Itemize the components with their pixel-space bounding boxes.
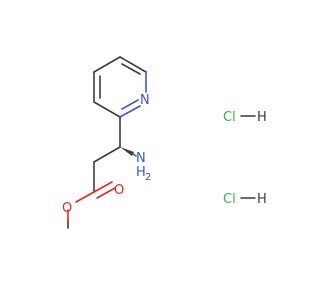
- bond-n-c2-inner: [121, 99, 139, 110]
- hcl-2-h: H: [257, 192, 267, 207]
- bond-amine-n: [132, 153, 137, 157]
- hcl-2-cl: Cl: [223, 192, 236, 207]
- pyridine-n-label: N: [140, 93, 150, 108]
- hcl-salt-1: Cl H: [223, 110, 267, 125]
- bond-c2-c3: [93, 101, 121, 118]
- hcl-salt-2: Cl H: [223, 192, 267, 207]
- carbonyl-o-label: O: [114, 183, 124, 198]
- structure-canvas: N N H 2 O O Cl H Cl H: [62, 56, 267, 229]
- ester-o-label: O: [62, 201, 72, 216]
- bond-carbonyl-o-double-b: [96, 187, 116, 199]
- hcl-1-h: H: [257, 110, 267, 125]
- pyridine-ring: [93, 56, 147, 118]
- molecule-structure: N N H 2 O O Cl H Cl H: [62, 56, 267, 229]
- wedge-bond-amine: [120, 147, 134, 156]
- bond-calpha-ch2: [93, 146, 121, 163]
- hcl-1-cl: Cl: [223, 110, 236, 125]
- bond-carbonyl-o-double-a: [93, 181, 113, 193]
- bond-carbonyl-ester-o: [75, 191, 95, 203]
- amine-n-label: N: [136, 151, 146, 166]
- amine-h-subscript: 2: [145, 172, 151, 183]
- bond-c5-c6: [119, 56, 147, 73]
- propanoate-chain: [67, 116, 137, 229]
- amine-h-label: H: [136, 165, 146, 180]
- bond-c5-c6-inner: [121, 63, 141, 75]
- bond-n-c2: [119, 105, 141, 118]
- bond-c4-c5: [93, 56, 121, 73]
